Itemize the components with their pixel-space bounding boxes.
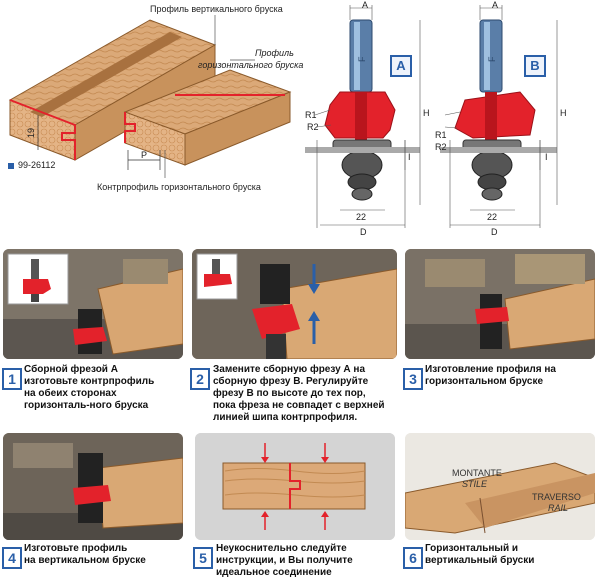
step-6-text: Горизонтальный и вертикальный бруски [425, 543, 534, 567]
step-4-scene [3, 433, 183, 540]
step-3-scene [405, 249, 595, 359]
step-1-photo [3, 249, 183, 359]
joint-illustration [8, 15, 292, 178]
step-4-line: на вертикальном бруске [24, 555, 146, 566]
cutter-a: F [305, 5, 421, 228]
step-1-scene [3, 249, 183, 359]
svg-text:F: F [487, 56, 497, 62]
step-2-line: сборную фрезу В. Регулируйте [213, 376, 369, 387]
cutter-b-dim-r2: R2 [435, 142, 447, 152]
part-number-marker [8, 163, 14, 169]
step-2-number: 2 [190, 368, 210, 390]
cutter-illustration: F F [305, 5, 558, 228]
step-2-scene [192, 249, 397, 359]
step-5-line: инструкции, и Вы получите [216, 555, 353, 566]
step-6-scene [405, 433, 595, 540]
cutter-b-dim-22: 22 [487, 212, 498, 222]
cutter-a-dim-r1: R1 [305, 110, 317, 120]
step-6-number: 6 [403, 547, 423, 569]
step-5-diagram [195, 433, 395, 540]
cutter-drawings: F F [295, 0, 600, 240]
step-4-text: Изготовьте профиль на вертикальном бруск… [24, 543, 146, 567]
cutter-a-dim-r2: R2 [307, 122, 319, 132]
step-2-text: Замените сборную фрезу А на сборную фрез… [213, 364, 385, 424]
cutter-b-dim-a: A [492, 0, 499, 10]
step-4-photo [3, 433, 183, 540]
cutter-b-dim-d: D [491, 227, 498, 237]
step-3-text: Изготовление профиля на горизонтальном б… [425, 364, 556, 388]
cutter-a-dim-a: A [362, 0, 369, 10]
step-6-photo [405, 433, 595, 540]
cutter-b-dim-h: H [560, 108, 567, 118]
step-4-number: 4 [2, 547, 22, 569]
step-1-line: на обеих сторонах [24, 388, 117, 399]
step-1-line: изготовьте контрпрофиль [24, 376, 155, 387]
svg-text:F: F [357, 56, 367, 62]
cutter-a-dim-h: H [423, 108, 430, 118]
dim-p: P [141, 150, 148, 160]
label-rail: RAIL [548, 503, 569, 513]
step-2-line: пока фреза не совпадет с верхней [213, 400, 385, 411]
cutter-a-dim-i: I [408, 152, 411, 162]
step-5-number: 5 [193, 547, 213, 569]
label-vertical-profile: Профиль вертикального бруска [150, 4, 283, 14]
step-1-line: горизонталь-ного бруска [24, 400, 149, 411]
cutter-b-dim-r1: R1 [435, 130, 447, 140]
cutter-b: F [440, 5, 558, 228]
step-3-line: горизонтальном бруске [425, 376, 544, 387]
step-2-photo [192, 249, 397, 359]
step-1-line: Сборной фрезой А [24, 364, 118, 375]
label-montante: MONTANTE [452, 468, 502, 478]
step-2-line: Замените сборную фрезу А на [213, 364, 366, 375]
cutter-a-dim-d: D [360, 227, 367, 237]
label-traverso: TRAVERSO [532, 492, 581, 502]
step-3-photo [405, 249, 595, 359]
step-4-line: Изготовьте профиль [24, 543, 128, 554]
step-1-text: Сборной фрезой А изготовьте контрпрофиль… [24, 364, 154, 412]
step-6-line: Горизонтальный и [425, 543, 519, 554]
step-5-text: Неукоснительно следуйте инструкции, и Вы… [216, 543, 353, 579]
step-5-scene [195, 433, 395, 540]
cutter-b-dim-i: I [545, 152, 548, 162]
cutter-b-tag: B [524, 55, 546, 77]
step-2-line: фрезу В по высоте до тех пор, [213, 388, 366, 399]
label-stile: STILE [462, 479, 488, 489]
step-3-line: Изготовление профиля на [425, 364, 556, 375]
joint-diagram [0, 0, 300, 200]
dim-19: 19 [26, 127, 37, 139]
step-5-line: идеальное соединение [216, 567, 332, 578]
step-6-line: вертикальный бруски [425, 555, 535, 566]
step-5-line: Неукоснительно следуйте [216, 543, 347, 554]
cutter-a-dim-22: 22 [356, 212, 367, 222]
step-3-number: 3 [403, 368, 423, 390]
label-counter-profile: Контрпрофиль горизонтального бруска [97, 182, 261, 192]
cutter-a-tag: A [390, 55, 412, 77]
label-horizontal-profile-2: горизонтального бруска [198, 60, 304, 70]
label-horizontal-profile-1: Профиль [255, 48, 294, 58]
part-number: 99-26112 [18, 160, 56, 170]
step-1-number: 1 [2, 368, 22, 390]
step-2-line: линией шипа контрпрофиля. [213, 412, 358, 423]
